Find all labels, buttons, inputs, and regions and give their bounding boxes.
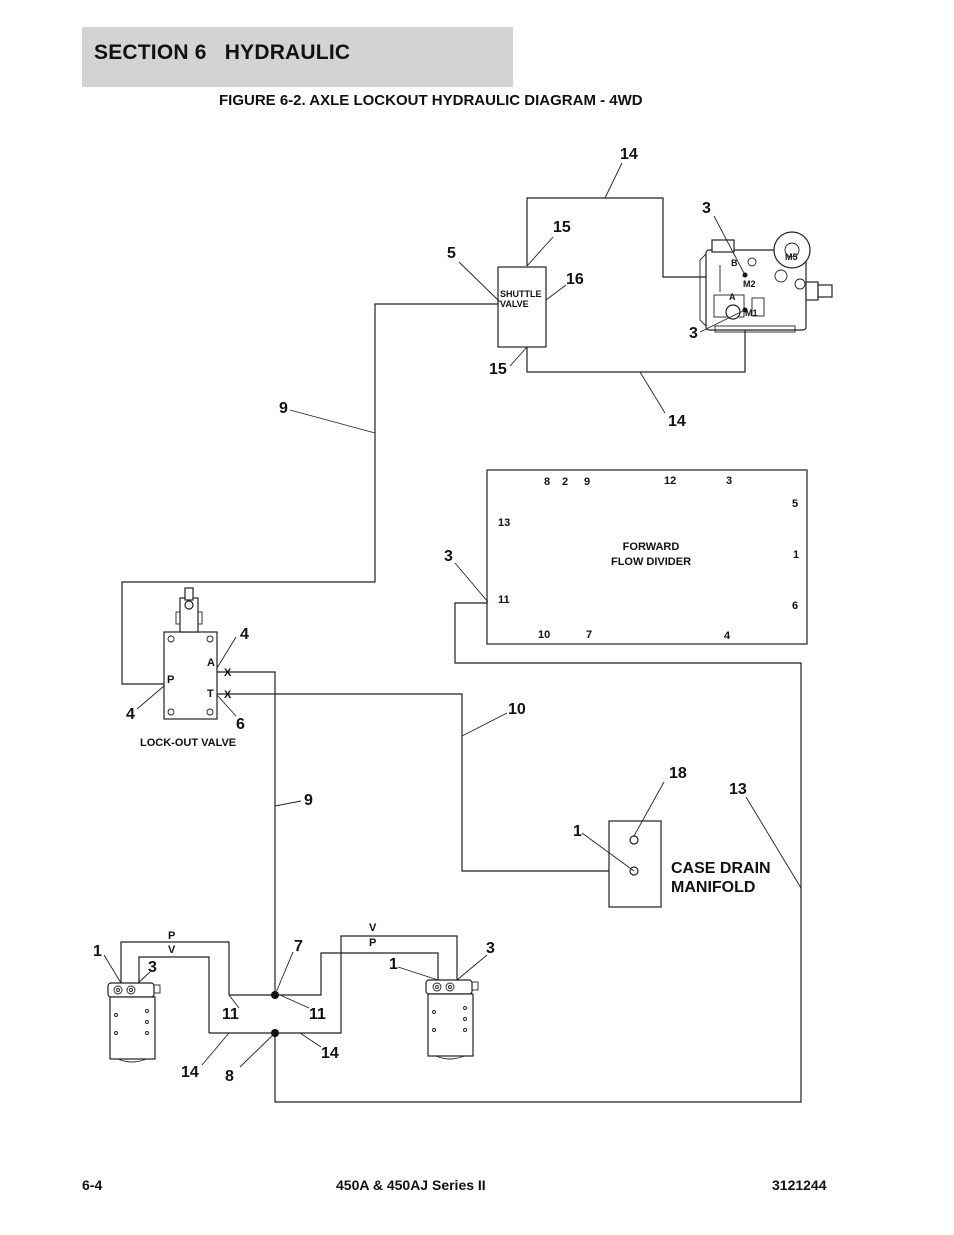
lockout-port-a: A: [207, 657, 215, 669]
callout-1-right-motor: 1: [389, 956, 398, 973]
right-motor-port-p: P: [369, 937, 376, 949]
callout-3-flow-divider: 3: [444, 548, 453, 565]
callout-1-case-drain: 1: [573, 823, 582, 840]
callout-4-lower: 4: [126, 706, 135, 723]
flow-divider-port-7: 7: [586, 629, 592, 641]
callout-14-top: 14: [620, 146, 638, 163]
flow-divider-label-1: FORWARD: [623, 541, 680, 553]
left-motor-port-p: P: [168, 930, 175, 942]
callout-11-left: 11: [222, 1006, 239, 1023]
leader-lines: [103, 162, 802, 1068]
flow-divider-port-6: 6: [792, 600, 798, 612]
callout-14-left: 14: [181, 1064, 199, 1081]
callout-16: 16: [566, 271, 584, 288]
callout-4-upper: 4: [240, 626, 249, 643]
hose-9-lower: [217, 671, 276, 995]
case-drain-label-2: MANIFOLD: [671, 879, 755, 896]
shuttle-valve-label-1: SHUTTLE: [500, 289, 542, 299]
callout-14-bottom: 14: [668, 413, 686, 430]
callout-5: 5: [447, 245, 456, 262]
flow-divider-port-4: 4: [724, 630, 731, 642]
callout-9-upper: 9: [279, 400, 288, 417]
flow-divider-port-2: 2: [562, 476, 568, 488]
pump-port-a: A: [729, 292, 736, 302]
footer-model: 450A & 450AJ Series II: [336, 1177, 486, 1193]
hose-14-left-v: [138, 956, 210, 1033]
case-drain-manifold: CASE DRAIN MANIFOLD: [608, 820, 771, 908]
callout-1-left-motor: 1: [93, 943, 102, 960]
callout-7: 7: [294, 938, 303, 955]
flow-divider-port-13: 13: [498, 517, 510, 529]
flow-divider-port-11: 11: [498, 594, 510, 606]
callout-15-bottom: 15: [489, 361, 507, 378]
lockout-mark-a: X: [224, 667, 232, 679]
lockout-mark-t: X: [224, 689, 232, 701]
hose-10: [217, 693, 635, 872]
hose-14-right-p: [209, 935, 458, 1034]
callout-3-pump-top: 3: [702, 200, 711, 217]
callout-10: 10: [508, 701, 526, 718]
flow-divider-port-9: 9: [584, 476, 590, 488]
footer-doc-number: 3121244: [772, 1177, 827, 1193]
hose-14-lower: [526, 320, 746, 373]
callout-3-left-motor: 3: [148, 959, 157, 976]
callout-14-right: 14: [321, 1045, 339, 1062]
left-motor-port-v: V: [168, 944, 176, 956]
flow-divider-port-5: 5: [792, 498, 798, 510]
shuttle-valve: SHUTTLE VALVE: [497, 266, 547, 348]
callout-8: 8: [225, 1068, 234, 1085]
callout-6: 6: [236, 716, 245, 733]
callout-3-pump-bottom: 3: [689, 325, 698, 342]
callout-13: 13: [729, 781, 747, 798]
section-title: SECTION 6 HYDRAULIC: [94, 41, 351, 64]
callout-9-lower: 9: [304, 792, 313, 809]
lockout-valve: A P T X X LOCK-OUT VALVE: [140, 587, 236, 749]
callout-3-right-motor: 3: [486, 940, 495, 957]
pump-port-m5: M5: [785, 252, 798, 262]
flow-divider-port-12: 12: [664, 475, 676, 487]
left-drive-motor: P V: [107, 930, 176, 1063]
shuttle-valve-label-2: VALVE: [500, 299, 529, 309]
footer-page-number: 6-4: [82, 1177, 103, 1193]
pump-port-m2: M2: [743, 279, 756, 289]
lockout-port-t: T: [207, 688, 214, 700]
callout-18: 18: [669, 765, 687, 782]
callout-15-top: 15: [553, 219, 571, 236]
flow-divider-port-1: 1: [793, 549, 799, 561]
forward-flow-divider: FORWARD FLOW DIVIDER 8 2 9 12 3 5 13 1 1…: [486, 469, 808, 645]
right-drive-motor: V P: [369, 922, 479, 1060]
callout-11-right: 11: [309, 1006, 326, 1023]
hose-11-right-v: [229, 952, 439, 996]
hose-11-left-p: [120, 941, 230, 995]
flow-divider-port-10: 10: [538, 629, 550, 641]
lockout-port-p: P: [167, 674, 174, 686]
callouts: 14 15 16 5 3 3 15 14 9 3 4 4 6 10 9 18 1…: [93, 146, 747, 1085]
flow-divider-port-8: 8: [544, 476, 550, 488]
hose-9-upper: [121, 303, 499, 685]
case-drain-label-1: CASE DRAIN: [671, 860, 771, 877]
figure-title: FIGURE 6-2. AXLE LOCKOUT HYDRAULIC DIAGR…: [219, 92, 643, 109]
pump-port-b: B: [731, 258, 738, 268]
section-header: SECTION 6 HYDRAULIC: [82, 27, 513, 87]
flow-divider-label-2: FLOW DIVIDER: [611, 556, 691, 568]
right-motor-port-v: V: [369, 922, 377, 934]
pump-port-m1: M1: [745, 308, 758, 318]
hose-13: [274, 602, 802, 1103]
hydraulic-pump: B M2 A M1 M5: [699, 231, 833, 333]
hose-14-upper: [526, 197, 733, 278]
lockout-valve-label: LOCK-OUT VALVE: [140, 737, 236, 749]
flow-divider-port-3: 3: [726, 475, 732, 487]
